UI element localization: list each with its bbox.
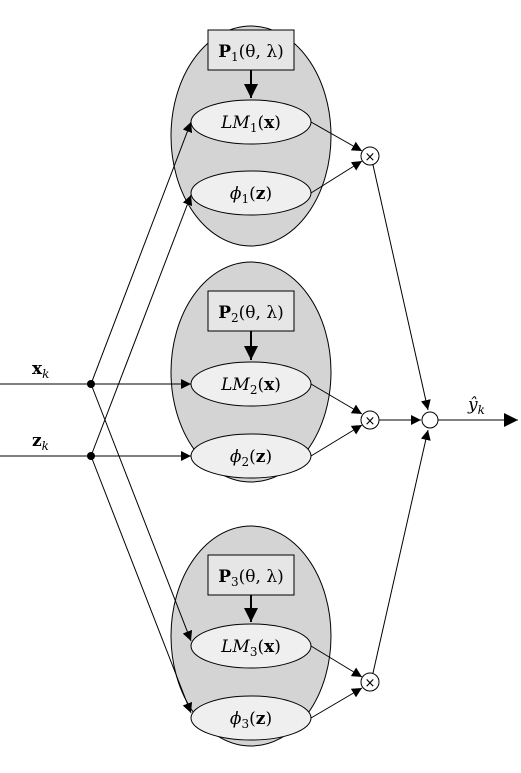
expert-3-phi-label: ϕ3(z) xyxy=(230,709,272,731)
output: ŷk xyxy=(438,395,518,427)
edge-lm2-to-product2 xyxy=(310,383,363,415)
edge-product1-to-sum xyxy=(372,164,431,411)
edge-phi2-to-product2 xyxy=(310,424,363,457)
input-z: zk xyxy=(0,431,95,460)
expert-2-phi-label: ϕ2(z) xyxy=(230,447,272,469)
edge-x-to-lm3 xyxy=(90,383,193,642)
sum-node xyxy=(372,164,439,674)
edge-x-to-lm1 xyxy=(90,121,193,385)
product-1-symbol: × xyxy=(365,150,376,165)
product-2-symbol: × xyxy=(365,414,376,429)
edge-z-to-phi3 xyxy=(90,455,193,714)
edge-z-to-phi1 xyxy=(90,194,193,457)
expert-1-lm-label: LM1(x) xyxy=(220,113,281,135)
product-3-symbol: × xyxy=(365,676,376,691)
expert-3: P3(θ, λ) LM3(x) ϕ3(z) xyxy=(170,525,332,747)
edge-phi3-to-product3 xyxy=(310,687,363,719)
edge-lm1-to-product1 xyxy=(310,121,363,152)
edge-product3-to-sum xyxy=(372,429,431,674)
sum-circle xyxy=(421,411,439,429)
expert-1-param-box xyxy=(207,29,295,71)
expert-1-param-label: P1(θ, λ) xyxy=(218,42,284,64)
product-node-2: × xyxy=(310,383,380,457)
expert-2-param-label: P2(θ, λ) xyxy=(218,303,284,325)
edge-phi1-to-product1 xyxy=(310,160,363,194)
expert-3-param-label: P3(θ, λ) xyxy=(218,567,284,589)
expert-1: P1(θ, λ) LM1(x) ϕ1(z) xyxy=(170,25,332,247)
product-node-3: × xyxy=(310,645,380,719)
expert-3-lm-label: LM3(x) xyxy=(220,637,281,659)
expert-3-param-box xyxy=(207,554,295,596)
output-label: ŷk xyxy=(467,395,485,417)
expert-2-lm-label: LM2(x) xyxy=(220,375,281,397)
product-3-circle xyxy=(360,672,380,692)
input-z-label: zk xyxy=(32,431,49,453)
input-x: xk xyxy=(0,359,95,388)
input-x-label: xk xyxy=(32,359,49,381)
edge-lm3-to-product3 xyxy=(310,645,363,678)
product-node-1: × xyxy=(310,121,380,194)
product-1-circle xyxy=(360,146,380,166)
expert-2: P2(θ, λ) LM2(x) ϕ2(z) xyxy=(170,261,332,483)
expert-1-phi-label: ϕ1(z) xyxy=(230,184,272,206)
input-edges xyxy=(90,121,193,714)
